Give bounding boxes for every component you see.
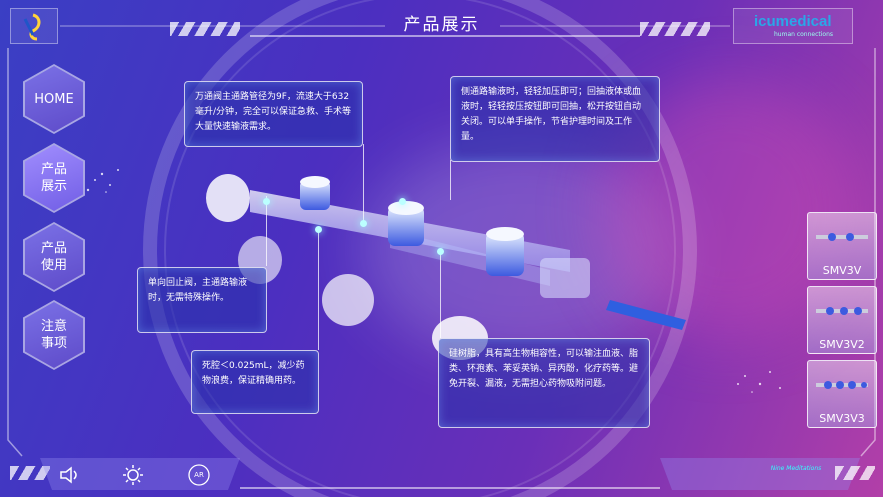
callout-1-leader (363, 144, 364, 222)
footer-toolbar-bg-right (660, 458, 860, 490)
speaker-icon (60, 466, 77, 484)
model-thumb-smv3v3[interactable]: SMV3V3 (807, 360, 877, 428)
icumedical-logo: icumedical human connections (733, 8, 853, 44)
footer-toolbar-bg (40, 458, 240, 490)
callout-main-channel: 万通阀主通路管径为9F，流速大于632毫升/分钟，完全可以保证急救、手术等大量快… (184, 81, 363, 147)
nine-meditations-logo-text: Nine Meditations (770, 465, 822, 472)
product-thumb-icon (816, 381, 868, 389)
model-label: SMV3V3 (819, 412, 865, 425)
model-label: SMV3V2 (819, 338, 865, 351)
callout-dead-volume: 死腔＜0.025mL，减少药物浪费，保证精确用药。 (191, 350, 319, 414)
icumedical-logo-tagline: human connections (774, 31, 834, 38)
callout-2-marker (399, 198, 406, 205)
callout-side-channel: 侧通路输液时，轻轻加压即可；回抽液体或血液时，轻轻按压按钮即可回抽，松开按钮自动… (450, 76, 660, 162)
callout-5-leader (440, 250, 441, 338)
callout-2-leader (450, 160, 451, 200)
nav-home-label: HOME (25, 66, 83, 132)
header-stripes-left (170, 22, 240, 36)
sound-button[interactable] (55, 462, 85, 488)
callout-3-marker (263, 198, 270, 205)
nav-precautions-label: 注意 事项 (25, 302, 83, 368)
callout-4-leader (318, 228, 319, 350)
brand-logo-icon (10, 8, 58, 44)
product-thumb-icon (816, 233, 868, 241)
model-label: SMV3V (822, 264, 862, 277)
brightness-button[interactable] (118, 462, 148, 488)
callout-1-marker (360, 220, 367, 227)
page-title: 产品展示 (403, 15, 480, 35)
icumedical-logo-text: icumedical (754, 13, 832, 30)
stopcock-product-image (206, 174, 686, 360)
header-stripes-right (640, 22, 710, 36)
callout-check-valve: 单向回止阀，主通路输液时，无需特殊操作。 (137, 267, 267, 333)
ar-icon (188, 464, 210, 486)
sun-icon (123, 465, 143, 485)
callout-silicone: 硅树脂，具有高生物相容性，可以输注血液、脂类、环孢素、苯妥英钠、异丙酚，化疗药等… (438, 338, 650, 428)
model-thumb-smv3v2[interactable]: SMV3V2 (807, 286, 877, 354)
callout-4-marker (315, 226, 322, 233)
model-thumb-smv3v[interactable]: SMV3V (807, 212, 877, 280)
callout-5-marker (437, 248, 444, 255)
ar-label: AR (194, 471, 204, 479)
footer-stripes-left (10, 466, 50, 480)
product-thumb-icon (816, 307, 868, 315)
nav-product-display-button[interactable]: 产品 展示 (23, 143, 85, 213)
ar-button[interactable]: AR (184, 462, 214, 488)
nav-product-display-label: 产品 展示 (25, 145, 83, 211)
callout-3-leader (266, 196, 267, 266)
nine-meditations-logo: Nine Meditations (766, 465, 826, 487)
nav-product-usage-label: 产品 使用 (25, 224, 83, 290)
footer-stripes-right (835, 466, 875, 480)
